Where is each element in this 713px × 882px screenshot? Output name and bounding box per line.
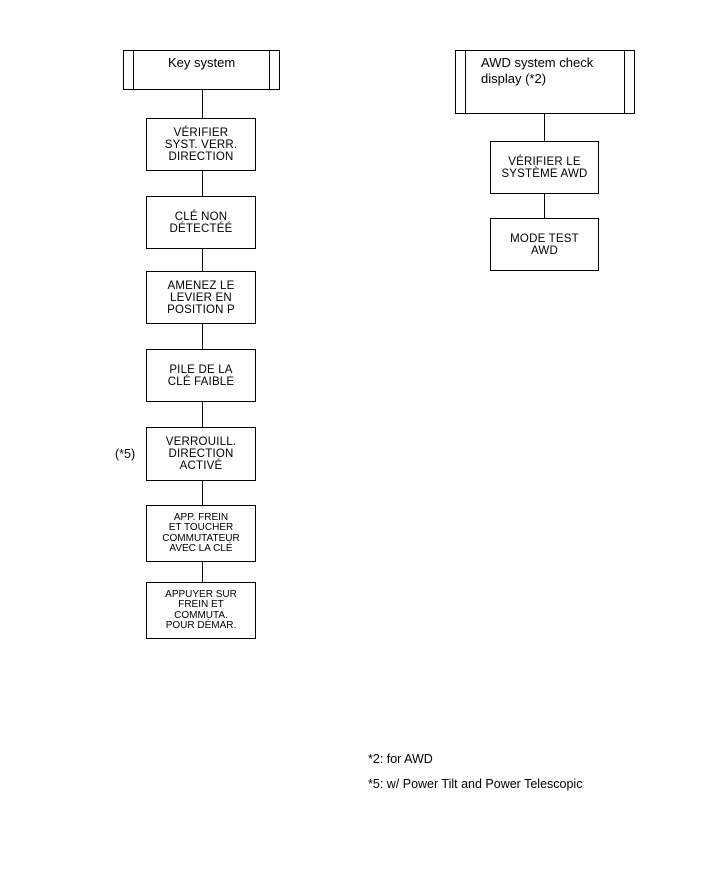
- awd-system-title: AWD system check display (*2): [481, 55, 593, 87]
- flow-box-line: DÉTECTÉÉ: [169, 222, 233, 235]
- flow-box-line: DIRECTION: [168, 150, 234, 163]
- flow-box-line: AWD: [530, 244, 558, 257]
- flow-box-line: VÉRIFIER LE: [508, 155, 581, 168]
- flow-box-line: VERROUILL.: [165, 436, 237, 448]
- connector-line: [202, 249, 203, 271]
- flow-box-line: DIRECTION: [168, 448, 234, 460]
- flow-box-line: COMMUTA.: [174, 609, 228, 621]
- awd-system-header: AWD system check display (*2): [455, 50, 635, 114]
- side-label-note-5: (*5): [115, 447, 136, 461]
- flow-box-app-frein: APP. FREIN ET TOUCHER COMMUTATEUR AVEC L…: [146, 505, 256, 562]
- flow-box-line: AVEC LA CLÉ: [169, 543, 233, 554]
- flow-box-line: MODE TEST: [510, 232, 579, 245]
- flow-box-line: POUR DÉMAR.: [165, 620, 237, 631]
- flow-box-pile-de-la-cle: PILE DE LA CLÉ FAIBLE: [146, 349, 256, 402]
- flow-box-line: ACTIVÉ: [179, 460, 223, 472]
- flow-box-line: CLÉ FAIBLE: [167, 375, 235, 388]
- flow-box-line: FREIN ET: [178, 599, 224, 610]
- flow-box-line: APPUYER SUR: [165, 588, 237, 600]
- header-left-bar: [465, 51, 466, 113]
- flow-box-line: POSITION P: [167, 303, 235, 316]
- footnote-5: *5: w/ Power Tilt and Power Telescopic: [368, 777, 583, 791]
- connector-line: [202, 402, 203, 427]
- flow-box-line: CLÉ NON: [174, 210, 228, 223]
- flow-box-line: SYSTÈME AWD: [501, 167, 588, 180]
- flow-box-line: ET TOUCHER: [168, 522, 234, 533]
- connector-line: [202, 481, 203, 505]
- connector-line: [202, 171, 203, 196]
- awd-title-line: AWD system check: [481, 55, 594, 70]
- flow-box-line: APP. FREIN: [173, 511, 229, 523]
- flow-box-verifier-syst-verr: VÉRIFIER SYST. VERR. DIRECTION: [146, 118, 256, 171]
- connector-line: [544, 194, 545, 218]
- flow-box-line: LEVIER EN: [170, 291, 232, 304]
- awd-title-line: display (*2): [481, 71, 547, 86]
- flow-box-appuyer-sur-frein: APPUYER SUR FREIN ET COMMUTA. POUR DÉMAR…: [146, 582, 256, 639]
- flow-box-line: PILE DE LA: [169, 363, 233, 376]
- flow-box-cle-non-detectee: CLÉ NON DÉTECTÉÉ: [146, 196, 256, 249]
- connector-line: [202, 324, 203, 349]
- flow-box-line: COMMUTATEUR: [162, 532, 240, 544]
- connector-line: [202, 90, 203, 118]
- flow-box-line: AMENEZ LE: [167, 279, 235, 292]
- flow-box-line: SYST. VERR.: [164, 138, 238, 151]
- header-right-bar: [624, 51, 625, 113]
- flow-box-verrouill-direction: VERROUILL. DIRECTION ACTIVÉ: [146, 427, 256, 481]
- flow-box-mode-test-awd: MODE TEST AWD: [490, 218, 599, 271]
- connector-line: [202, 562, 203, 582]
- footnote-2: *2: for AWD: [368, 752, 433, 766]
- flow-box-verifier-le-systeme-awd: VÉRIFIER LE SYSTÈME AWD: [490, 141, 599, 194]
- key-system-header: Key system: [123, 50, 280, 90]
- key-system-title: Key system: [168, 55, 236, 70]
- connector-line: [544, 114, 545, 141]
- flow-box-line: VÉRIFIER: [173, 126, 229, 139]
- header-left-bar: [133, 51, 134, 89]
- flow-box-amenez-le-levier: AMENEZ LE LEVIER EN POSITION P: [146, 271, 256, 324]
- header-right-bar: [269, 51, 270, 89]
